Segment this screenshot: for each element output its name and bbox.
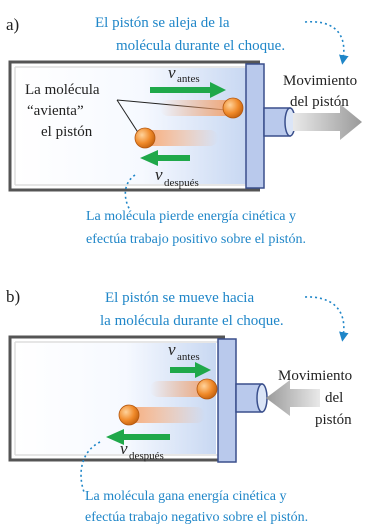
panel-a-molecule-line2: “avienta”: [27, 103, 84, 119]
panel-a-cylinder-inner: [14, 66, 260, 186]
panel-a-piston-motion-arrow: [293, 104, 362, 140]
panel-b-bottom-pointer: [80, 441, 101, 493]
panel-a-v-after-arrow: [140, 150, 190, 166]
panel-b-cylinder-inner: [14, 341, 225, 456]
panel-b-caption-bottom-line1: La molécula gana energía cinética y: [85, 489, 286, 504]
panel-a-molecule-line1: La molécula: [25, 82, 100, 98]
panel-a-caption-top-line2: molécula durante el choque.: [116, 38, 285, 54]
panel-b-caption-bottom-line2: efectúa trabajo negativo sobre el pistón…: [85, 510, 308, 525]
panel-b-cylinder: [8, 335, 225, 462]
panel-b-piston-head: [217, 338, 237, 463]
panel-b-motion-line3: pistón: [315, 412, 352, 428]
panel-b-molecule-after: [118, 404, 140, 426]
panel-b-v-before-symbol: v: [168, 340, 176, 359]
panel-b-piston-rod-end: [256, 383, 268, 413]
panel-a-v-before-sub: antes: [177, 73, 200, 85]
panel-b-v-before-arrow: [170, 362, 211, 378]
panel-a-motion-line1: Movimiento: [283, 73, 357, 89]
panel-a-v-after-symbol: v: [155, 165, 163, 184]
panel-b-molecule-before: [196, 378, 218, 400]
panel-a-v-before-arrow: [150, 82, 226, 98]
panel-a-leader-after: [116, 99, 140, 135]
panel-b-v-after-symbol: v: [120, 439, 128, 458]
panel-a-top-pointer: [304, 20, 349, 65]
panel-a-v-before-symbol: v: [168, 63, 176, 82]
panel-b-top-pointer: [304, 296, 349, 342]
panel-a-bottom-pointer: [124, 174, 136, 211]
panel-b: b) El pistón se mueve hacia la molécula …: [6, 287, 352, 525]
panel-a-caption-bottom-line1: La molécula pierde energía cinética y: [86, 209, 296, 224]
panel-b-molecule-trail-before: [150, 381, 210, 397]
panel-b-v-after-sub: después: [129, 450, 164, 462]
panel-a-molecule-trail-before: [160, 100, 232, 116]
panel-b-caption-top-line2: la molécula durante el choque.: [100, 313, 284, 329]
panel-a-cylinder: [8, 60, 260, 192]
panel-a-molecule-before: [222, 97, 244, 119]
panel-a-caption-top-line1: El pistón se aleja de la: [95, 15, 230, 31]
panel-b-caption-top-line1: El pistón se mueve hacia: [105, 290, 254, 306]
panel-a-v-after-sub: después: [164, 177, 199, 189]
panel-b-v-after-arrow: [106, 429, 170, 445]
panel-a-molecule-trail-after: [143, 130, 218, 146]
panel-a: a) El pistón se aleja de la molécula dur…: [6, 15, 362, 247]
panel-a-caption-bottom-line2: efectúa trabajo positivo sobre el pistón…: [86, 232, 306, 247]
panel-a-molecule-after: [134, 127, 156, 149]
panel-b-molecule-trail-after: [125, 407, 205, 423]
panel-b-motion-line1: Movimiento: [278, 368, 352, 384]
panel-a-piston-head: [245, 63, 265, 189]
panel-a-motion-line2: del pistón: [290, 94, 349, 110]
panel-b-v-before-sub: antes: [177, 351, 200, 363]
panel-b-motion-line2: del: [325, 390, 343, 406]
panel-a-label: a): [6, 15, 19, 34]
panel-a-molecule-line3: el pistón: [41, 124, 93, 140]
panel-b-piston-motion-arrow: [266, 380, 320, 416]
panel-b-label: b): [6, 287, 20, 306]
